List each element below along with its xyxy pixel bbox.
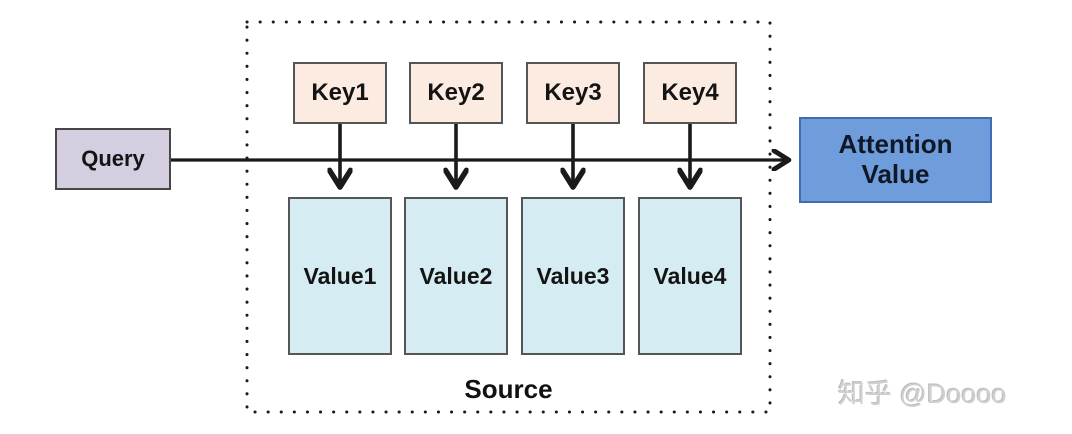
source-label: Source [464, 374, 553, 404]
value1-box: Value1 [288, 197, 392, 355]
key1-box: Key1 [293, 62, 387, 124]
value4-box: Value4 [638, 197, 742, 355]
watermark: 知乎 @Doooo [838, 379, 1007, 409]
key2-box: Key2 [409, 62, 503, 124]
value2-box: Value2 [404, 197, 508, 355]
source-container-border [245, 20, 772, 414]
query-box: Query [55, 128, 171, 190]
key3-box: Key3 [526, 62, 620, 124]
key4-box: Key4 [643, 62, 737, 124]
value3-box: Value3 [521, 197, 625, 355]
attention-value-box: Attention Value [799, 117, 992, 203]
